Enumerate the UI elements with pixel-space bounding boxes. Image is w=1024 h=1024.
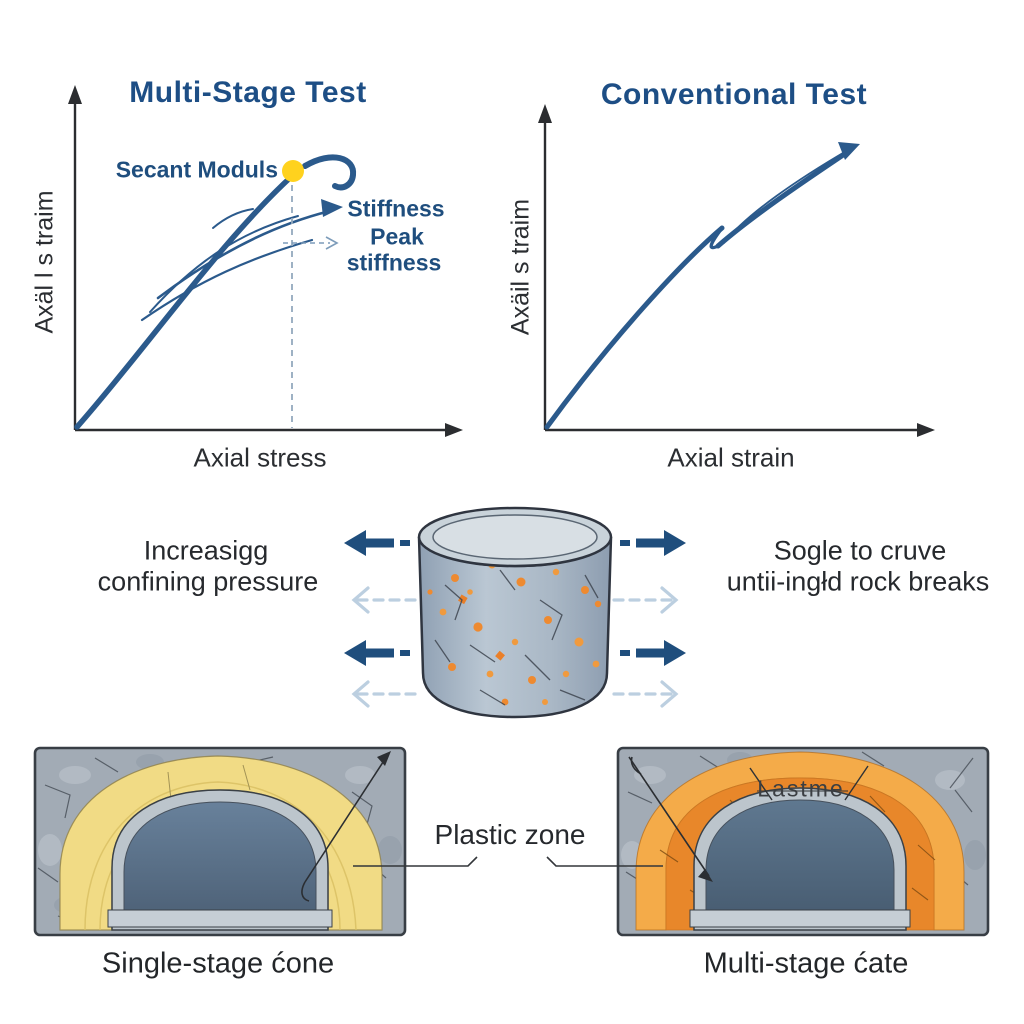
- left-tunnel-diagram: [33, 746, 407, 937]
- secant-modulus-label: Secant Moduls: [115, 156, 278, 183]
- right-annotation-arrow: [628, 756, 713, 882]
- left-chart-guides: [283, 185, 339, 428]
- right-inner-label-marks: [749, 765, 869, 801]
- right-tunnel-interior: [705, 799, 895, 915]
- confining-pressure-arrows-light: [351, 586, 679, 708]
- left-annotation-arrow: [301, 751, 391, 902]
- rock-breaks-label-line1: Sogle to cruve: [773, 535, 947, 566]
- peak-label-line2: stiffness: [346, 249, 442, 276]
- right-tunnel-sill: [689, 909, 911, 928]
- right-chart-axes: [538, 104, 935, 437]
- core-cracks: [434, 569, 599, 706]
- stiffness-label: Stiffness: [347, 195, 445, 222]
- right-chart-title: Conventional Test: [600, 78, 868, 111]
- left-x-axis-label: Axial stress: [193, 442, 327, 473]
- right-tunnel-caption: Multi-stage ćate: [703, 947, 909, 980]
- right-tunnel-diagram: [616, 746, 990, 937]
- right-chart-curve: [544, 142, 860, 430]
- plastic-zone-label: Plastic zone: [434, 819, 586, 850]
- left-tunnel-sill: [107, 909, 333, 928]
- right-tunnel-inner-label: Lastme: [757, 775, 845, 802]
- left-tunnel-caption: Single-stage ćone: [101, 947, 335, 980]
- confining-pressure-label-line2: confining pressure: [97, 566, 319, 597]
- plastic-zone-connectors: [353, 856, 663, 867]
- confining-pressure-label-line1: Increasigg: [143, 535, 269, 566]
- left-chart-curve: [74, 154, 357, 430]
- peak-label-line1: Peak: [370, 223, 424, 250]
- rock-core-cylinder: [417, 506, 613, 719]
- right-x-axis-label: Axial strain: [667, 442, 795, 473]
- right-y-axis-label: Axäil s traim: [506, 198, 535, 336]
- confining-pressure-arrows-dark: [344, 530, 686, 666]
- rock-breaks-label-line2: untii-ingłd rock breaks: [726, 566, 990, 597]
- peak-point-marker: [282, 160, 304, 182]
- left-chart-axes: [68, 85, 463, 437]
- left-tunnel-interior: [123, 801, 317, 915]
- left-chart-title: Multi-Stage Test: [129, 76, 367, 109]
- left-y-axis-label: Axäl l s traim: [30, 190, 59, 334]
